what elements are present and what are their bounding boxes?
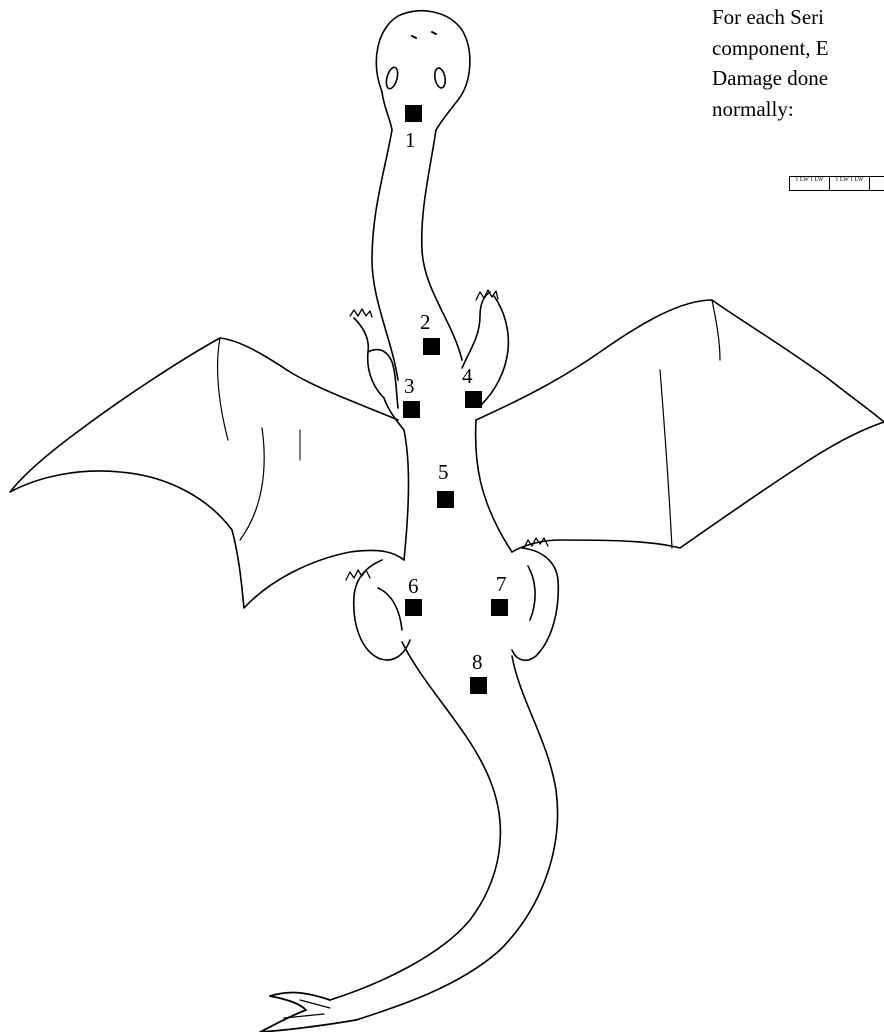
hit-location-label-3: 3 <box>404 376 415 397</box>
body-right <box>476 420 512 552</box>
hit-location-label-1: 1 <box>405 130 416 151</box>
hit-location-marker-1 <box>405 105 422 122</box>
tail-right <box>356 656 558 1020</box>
right-wing <box>476 300 884 552</box>
dragon-neck-left <box>372 130 398 380</box>
tail-spade <box>260 993 356 1032</box>
dragon-head-left-jaw <box>382 92 392 130</box>
rules-line-3: Damage done <box>712 63 884 94</box>
hit-location-marker-3 <box>403 401 420 418</box>
hit-location-label-5: 5 <box>438 462 449 483</box>
hit-location-label-8: 8 <box>472 652 483 673</box>
hit-location-marker-2 <box>423 338 440 355</box>
rules-intro-text: For each Seri component, E Damage done n… <box>712 2 884 124</box>
counter-cell <box>870 177 884 190</box>
hit-location-label-4: 4 <box>462 366 473 387</box>
left-wing <box>10 338 404 608</box>
damage-counter-strip: 1 LW 1 LW 1 LW 1 LW <box>789 176 884 191</box>
body-left <box>404 430 409 560</box>
rules-line-4: normally: <box>712 94 884 125</box>
right-eye-icon <box>433 67 446 88</box>
hit-location-marker-6 <box>405 599 422 616</box>
hit-location-marker-5 <box>437 491 454 508</box>
hit-location-label-7: 7 <box>496 574 507 595</box>
hit-location-marker-8 <box>470 677 487 694</box>
rules-line-2: component, E <box>712 33 884 64</box>
tail-left <box>330 642 500 1000</box>
hind-right-leg <box>512 548 558 660</box>
counter-cell: 1 LW 1 LW <box>830 177 870 190</box>
left-eye-icon <box>384 66 399 90</box>
hit-location-label-6: 6 <box>408 576 419 597</box>
counter-cell: 1 LW 1 LW <box>790 177 830 190</box>
hit-location-label-2: 2 <box>420 312 431 333</box>
hit-location-marker-7 <box>491 599 508 616</box>
hit-location-marker-4 <box>465 391 482 408</box>
rules-line-1: For each Seri <box>712 2 884 33</box>
